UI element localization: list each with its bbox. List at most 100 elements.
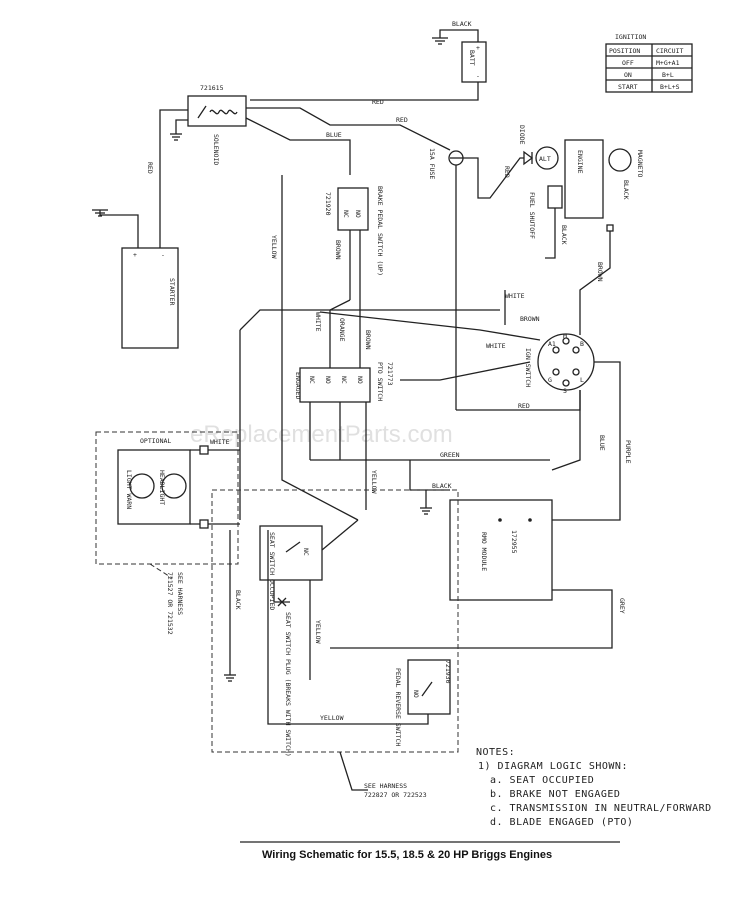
rmo-module-label: RMO MODULE — [480, 532, 488, 571]
rmo-module: RMO MODULE 172955 GREY — [330, 499, 626, 649]
notes-item-b: b. BRAKE NOT ENGAGED — [490, 789, 620, 800]
wire-red-label-engine: RED — [503, 166, 511, 178]
harness-left-parts: 721527 OR 721532 — [166, 572, 174, 635]
caption: Wiring Schematic for 15.5, 18.5 & 20 HP … — [240, 841, 620, 861]
light-warn-label: LIGHT WARN — [125, 470, 133, 509]
notes-item-a: a. SEAT OCCUPIED — [490, 775, 594, 786]
wire-white-label-lights: WHITE — [210, 438, 230, 446]
brake-switch-no: NO — [354, 210, 362, 218]
harness-bottom-label: SEE HARNESS — [364, 782, 407, 790]
magneto-label: MAGNETO — [636, 150, 644, 177]
solenoid: 721615 SOLENOID RED RED RED BLUE — [146, 84, 451, 248]
brake-switch-label: BRAKE PEDAL SWITCH (UP) — [376, 186, 384, 276]
headlight-label: HEADLIGHT — [158, 470, 166, 505]
pto-contact-3: NC — [340, 376, 348, 384]
ignition-table-title: IGNITION — [615, 33, 646, 41]
ignition-switch-label: IGN SWITCH — [524, 348, 532, 387]
starter: + - STARTER — [92, 209, 179, 349]
ign-terminal-l: L — [580, 376, 584, 384]
lights-harness: OPTIONAL LIGHT WARN HEADLIGHT WHITE SEE … — [95, 431, 240, 635]
brake-switch-nc: NC — [342, 210, 350, 218]
wire-orange-label: ORANGE — [338, 318, 346, 342]
solenoid-label: SOLENOID — [212, 134, 220, 165]
ground-icon — [224, 674, 236, 682]
fuel-shutoff-label: FUEL SHUTOFF — [528, 192, 536, 239]
reverse-switch-no: NO — [412, 690, 420, 698]
ignition-header-circuit: CIRCUIT — [656, 47, 683, 55]
wire-white-label-pto: WHITE — [314, 312, 322, 332]
wire-grey-label: GREY — [618, 598, 626, 614]
solenoid-part-number: 721615 — [200, 84, 224, 92]
wire-red-label-top: RED — [372, 98, 384, 106]
pto-contact-2: NO — [324, 376, 332, 384]
wire-brown-label-brake: BROWN — [334, 240, 342, 260]
ground-icon — [432, 37, 448, 45]
wire-white-label-top: WHITE — [505, 292, 525, 300]
pto-contact-4: NO — [356, 376, 364, 384]
seat-switch-nc: NC — [302, 548, 310, 556]
ignition-row-on-position: ON — [624, 71, 632, 79]
ground-icon — [420, 507, 432, 515]
ground-icon — [92, 209, 108, 217]
ign-terminal-g: G — [548, 376, 552, 384]
magneto-wire-label: BLACK — [622, 180, 630, 200]
ign-terminal-s: S — [563, 387, 567, 395]
ignition-row-off-position: OFF — [622, 59, 634, 67]
wire-white-label-ign: WHITE — [486, 342, 506, 350]
pto-switch-label: PTO SWITCH — [376, 362, 384, 401]
solenoid-starter-wire-label: RED — [146, 162, 154, 174]
seat-switch-label: SEAT SWITCH OCCUPIED — [268, 532, 276, 610]
brake-switch-part: 721920 — [324, 192, 332, 216]
wire-blue-label-ign: BLUE — [598, 435, 606, 451]
rmo-module-part: 172955 — [510, 530, 518, 554]
wire-yellow-label-main: YELLOW — [270, 235, 278, 259]
pto-switch: NC NO NC NO ENGAGED 721773 PTO SWITCH OR… — [294, 299, 394, 510]
wire-brown-label-magneto: BROWN — [596, 262, 604, 282]
notes-title: NOTES: — [476, 747, 515, 758]
wire-brown-label-pto: BROWN — [364, 330, 372, 350]
ignition-switch: A1 B G L M S IGN SWITCH RED BROWN WHITE … — [319, 290, 632, 521]
wire-purple-label: PURPLE — [624, 440, 632, 464]
fuse: 15A FUSE — [428, 148, 464, 410]
caption-text: Wiring Schematic for 15.5, 18.5 & 20 HP … — [262, 849, 552, 861]
wire-red-label-ign: RED — [518, 402, 530, 410]
battery-label: BATT — [468, 50, 476, 66]
notes: NOTES: 1) DIAGRAM LOGIC SHOWN: a. SEAT O… — [476, 747, 712, 828]
pto-contact-1: NC — [308, 376, 316, 384]
notes-line-1: 1) DIAGRAM LOGIC SHOWN: — [478, 761, 628, 772]
engine-label: ENGINE — [576, 150, 584, 174]
seat-plug-note: SEAT SWITCH PLUG (BREAKS WITH SWITCH) — [284, 612, 292, 757]
starter-pin-2: - — [161, 251, 165, 259]
engine-ground-wire-label: BLACK — [560, 225, 568, 245]
reverse-switch-label: PEDAL REVERSE SWITCH — [394, 668, 402, 746]
ignition-row-on-circuit: B+L — [662, 71, 674, 79]
battery: BATT + - BLACK — [250, 20, 487, 101]
notes-item-d: d. BLADE ENGAGED (PTO) — [490, 817, 633, 828]
wire-black-label-mid: BLACK — [432, 482, 452, 490]
wire-black-label-bottom: BLACK — [234, 590, 242, 610]
seat-harness: NC SEAT SWITCH OCCUPIED SEAT SWITCH PLUG… — [211, 489, 459, 799]
ign-terminal-b: B — [580, 340, 584, 348]
wire-yellow-label-pto: YELLOW — [370, 470, 378, 494]
wire-green-label: GREEN — [440, 451, 460, 459]
watermark: eReplacementParts.com — [190, 421, 453, 448]
harness-left-label: SEE HARNESS — [176, 572, 184, 615]
reverse-switch-part: 721930 — [444, 660, 452, 684]
diode-label: DIODE — [518, 125, 526, 145]
battery-pos: + — [476, 44, 480, 52]
pto-switch-part: 721773 — [386, 362, 394, 386]
ign-terminal-m: M — [563, 332, 567, 340]
engine: ENGINE ALT DIODE RED FUEL SHUTOFF BLACK … — [462, 125, 644, 335]
ignition-row-off-circuit: M+G+A1 — [656, 59, 680, 67]
wire-yellow-label-bottom: YELLOW — [320, 714, 344, 722]
wire-yellow-label-seat: YELLOW — [314, 620, 322, 644]
battery-ground-wire-label: BLACK — [452, 20, 472, 28]
harness-bottom-parts: 722827 OR 722523 — [364, 791, 427, 799]
fuse-label: 15A FUSE — [428, 148, 436, 179]
starter-pin-1: + — [133, 251, 137, 259]
notes-item-c: c. TRANSMISSION IN NEUTRAL/FORWARD — [490, 803, 712, 814]
pto-switch-mode: ENGAGED — [294, 372, 302, 399]
wire-brown-label-ign: BROWN — [520, 315, 540, 323]
wire-red-label-fuse: RED — [396, 116, 408, 124]
